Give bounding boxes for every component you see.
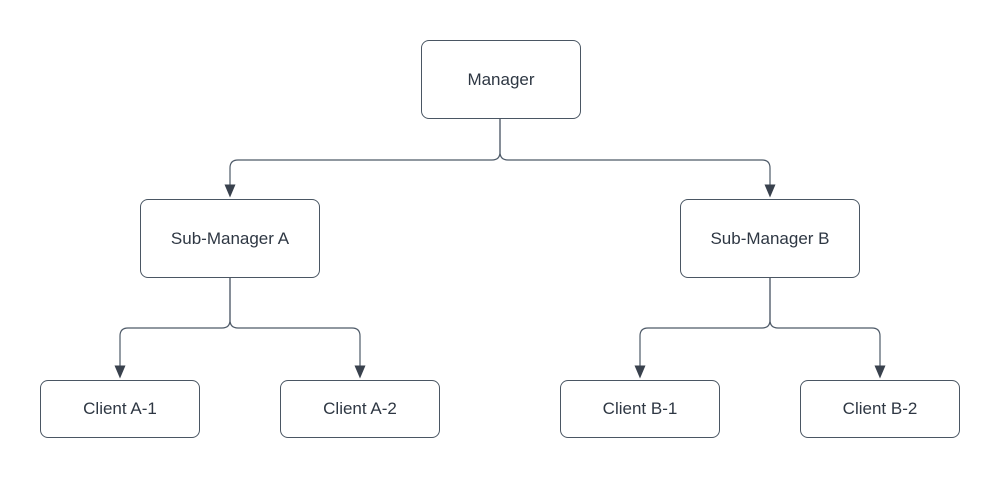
node-manager: Manager — [421, 40, 581, 119]
node-client-a2: Client A-2 — [280, 380, 440, 438]
node-client-a1-label: Client A-1 — [83, 399, 157, 418]
arrowhead-client-b2 — [874, 365, 886, 379]
node-client-b2: Client B-2 — [800, 380, 960, 438]
node-manager-label: Manager — [467, 69, 535, 89]
arrowhead-client-b1 — [634, 365, 646, 379]
node-client-b1-label: Client B-1 — [602, 399, 678, 418]
edge-sub-a-client-a2 — [229, 278, 361, 366]
node-client-b1: Client B-1 — [560, 380, 720, 438]
node-client-a1: Client A-1 — [40, 380, 200, 438]
edge-sub-a-client-a1 — [119, 278, 231, 366]
node-client-b2-label: Client B-2 — [842, 399, 918, 418]
arrowhead-client-a2 — [354, 365, 366, 379]
edge-manager-sub-b — [499, 119, 771, 185]
arrowhead-client-a1 — [114, 365, 126, 379]
node-sub-manager-b-label: Sub-Manager B — [710, 228, 830, 248]
arrowhead-sub-a — [224, 184, 236, 198]
node-sub-manager-a-label: Sub-Manager A — [170, 228, 290, 248]
arrowhead-sub-b — [764, 184, 776, 198]
edge-sub-b-client-b1 — [639, 278, 771, 366]
node-sub-manager-b: Sub-Manager B — [680, 199, 860, 278]
node-sub-manager-a: Sub-Manager A — [140, 199, 320, 278]
edge-sub-b-client-b2 — [769, 278, 881, 366]
edge-manager-sub-a — [229, 119, 501, 185]
node-client-a2-label: Client A-2 — [323, 399, 397, 418]
